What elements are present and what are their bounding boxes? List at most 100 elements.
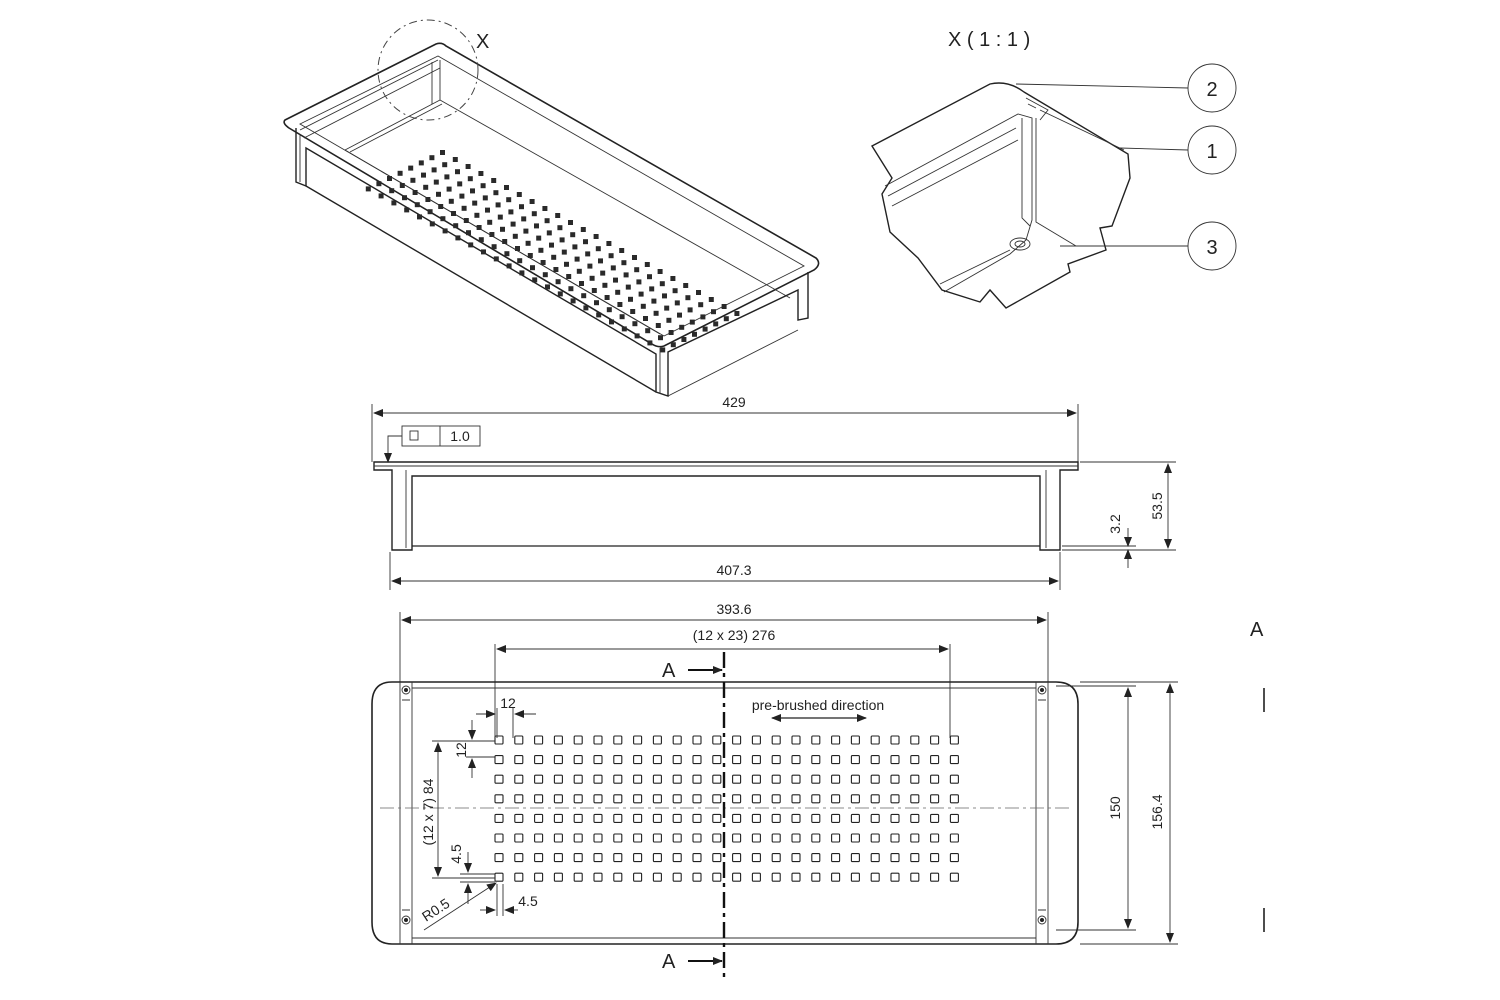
perforation-hole xyxy=(732,833,742,843)
iso-hole xyxy=(487,219,493,225)
perforation-hole xyxy=(890,794,900,804)
perforation-hole xyxy=(949,813,959,823)
iso-hole xyxy=(634,333,640,339)
iso-hole xyxy=(679,324,685,330)
perforation-hole xyxy=(930,755,940,765)
perforation-hole xyxy=(771,872,781,882)
iso-hole xyxy=(644,262,650,267)
perforation-hole xyxy=(949,774,959,784)
iso-hole xyxy=(457,181,463,187)
perforation-hole xyxy=(930,774,940,784)
perforation-hole xyxy=(593,735,603,745)
perforation-hole xyxy=(831,774,841,784)
perforation-hole xyxy=(593,853,603,863)
dim-radius: R0.5 xyxy=(419,895,453,925)
iso-hole xyxy=(643,316,648,321)
perforation-hole xyxy=(949,755,959,765)
iso-hole xyxy=(674,300,680,306)
perforation-hole xyxy=(692,813,702,823)
iso-hole xyxy=(621,326,627,332)
isometric-view: X xyxy=(283,19,820,397)
perforation-hole xyxy=(791,853,801,863)
perforation-hole xyxy=(613,813,623,823)
callout-3: 3 xyxy=(1206,237,1217,259)
perforation-hole xyxy=(514,872,524,882)
perforation-hole xyxy=(751,813,761,823)
iso-hole xyxy=(517,258,523,264)
perforation-hole xyxy=(890,853,900,863)
perforation-hole xyxy=(672,833,682,843)
iso-hole xyxy=(555,279,561,285)
perforation-hole xyxy=(930,853,940,863)
perforation-hole xyxy=(672,813,682,823)
iso-hole xyxy=(465,164,471,169)
iso-hole xyxy=(429,155,435,161)
iso-hole xyxy=(653,310,659,316)
perforation-hole xyxy=(870,813,880,823)
perforation-hole xyxy=(890,833,900,843)
perforation-hole xyxy=(712,755,722,765)
iso-hole xyxy=(570,298,576,304)
iso-hole xyxy=(623,272,629,278)
perforation-hole xyxy=(652,735,662,745)
perforation-hole xyxy=(593,872,603,882)
perforation-hole xyxy=(870,755,880,765)
iso-hole xyxy=(617,302,623,307)
iso-hole xyxy=(625,284,631,290)
perforation-hole xyxy=(791,774,801,784)
iso-hole xyxy=(455,169,460,175)
iso-hole xyxy=(596,312,602,318)
perforation-hole xyxy=(672,794,682,804)
iso-hole xyxy=(687,307,693,313)
perforation-hole xyxy=(692,853,702,863)
iso-hole xyxy=(527,253,533,258)
iso-hole xyxy=(583,239,588,245)
perforation-hole xyxy=(672,774,682,784)
iso-hole xyxy=(595,246,601,252)
iso-hole xyxy=(666,317,672,323)
perforation-hole xyxy=(732,794,742,804)
perforation-hole xyxy=(870,853,880,863)
iso-hole xyxy=(516,192,522,197)
detail-title: X ( 1 : 1 ) xyxy=(948,29,1030,51)
iso-hole xyxy=(598,258,603,264)
iso-hole xyxy=(410,177,416,183)
iso-hole xyxy=(606,307,612,313)
iso-hole xyxy=(365,186,371,192)
iso-hole xyxy=(655,323,661,328)
perforation-hole xyxy=(494,774,504,784)
iso-hole xyxy=(423,184,429,190)
iso-hole xyxy=(472,200,478,206)
iso-hole xyxy=(657,269,663,274)
iso-hole xyxy=(389,188,395,194)
iso-hole xyxy=(662,293,667,299)
perforation-hole xyxy=(534,755,544,765)
perforation-hole xyxy=(890,755,900,765)
perforation-hole xyxy=(652,853,662,863)
perforation-hole xyxy=(633,794,643,804)
iso-hole xyxy=(497,214,503,220)
perforation-hole xyxy=(751,833,761,843)
iso-hole xyxy=(436,191,441,197)
iso-hole xyxy=(579,281,584,286)
perforation-hole xyxy=(692,774,702,784)
iso-hole xyxy=(708,297,714,302)
perforation-hole xyxy=(890,735,900,745)
iso-hole xyxy=(632,321,638,327)
perforation-hole xyxy=(850,774,860,784)
iso-hole xyxy=(681,337,687,342)
iso-hole xyxy=(463,218,469,223)
perforation-hole xyxy=(791,833,801,843)
perforation-hole xyxy=(732,872,742,882)
iso-hole xyxy=(670,276,676,281)
perforation-hole xyxy=(672,755,682,765)
perforation-hole xyxy=(712,833,722,843)
iso-hole xyxy=(531,211,537,217)
callout-2: 2 xyxy=(1206,79,1217,101)
iso-hole xyxy=(549,242,554,248)
iso-hole xyxy=(489,232,495,237)
perforation-hole xyxy=(791,794,801,804)
iso-hole xyxy=(668,330,674,335)
perforation-hole xyxy=(692,872,702,882)
